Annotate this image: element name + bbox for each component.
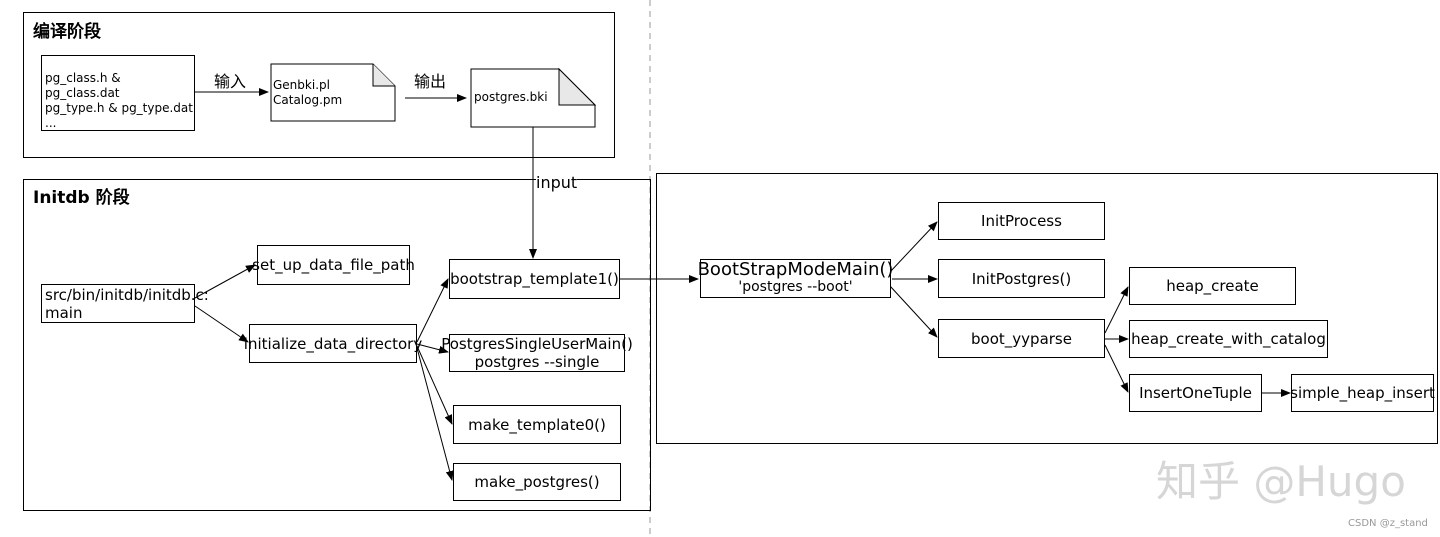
- headers-box: pg_class.h & pg_class.dat pg_type.h & pg…: [41, 55, 195, 131]
- edge-bootmain-to-yyparse: [889, 285, 938, 338]
- scripts-line-1: Genbki.pl: [273, 78, 330, 92]
- bki-doc: postgres.bki: [474, 90, 548, 104]
- edge-initialize-to-postgres: [416, 347, 454, 481]
- doc-shape-bki-fold: [558, 67, 597, 106]
- postgres-single-user-box: PostgresSingleUserMain() postgres --sing…: [441, 334, 633, 372]
- bootstrap-stage-frame: [656, 173, 1438, 444]
- insert-one-tuple-box: InsertOneTuple: [1129, 374, 1262, 412]
- edge-main-to-initialize: [194, 305, 249, 343]
- make-postgres-box: make_postgres(): [453, 463, 621, 501]
- init-process-box: InitProcess: [938, 202, 1105, 240]
- edge-bootmain-to-initprocess: [889, 221, 938, 273]
- headers-line-3: ...: [45, 116, 57, 130]
- edge-yyparse-to-heapcreate: [1104, 286, 1129, 334]
- headers-line-2: pg_type.h & pg_type.dat: [45, 101, 193, 115]
- scripts-doc: Genbki.pl Catalog.pm: [273, 78, 342, 108]
- edge-initialize-to-bootstrap: [416, 278, 449, 343]
- output-arrow-label: 输出: [414, 72, 447, 91]
- bootstrap-template1-box: bootstrap_template1(): [449, 259, 620, 299]
- bootstrap-mode-main-sub: 'postgres --boot': [738, 279, 853, 296]
- bootstrap-mode-main-title: BootStrapModeMain(): [697, 259, 894, 281]
- watermark: 知乎 @Hugo: [1156, 457, 1406, 506]
- simple-heap-insert-box: simple_heap_insert: [1290, 374, 1435, 412]
- credit-text: CSDN @z_stand: [1348, 518, 1428, 529]
- initdb-stage-title: Initdb 阶段: [33, 188, 130, 208]
- initdb-main-line-1: src/bin/initdb/initdb.c:: [45, 285, 209, 304]
- compile-stage-frame: [23, 12, 615, 158]
- edge-yyparse-to-insert: [1104, 344, 1129, 393]
- edge-initialize-to-single: [416, 343, 449, 354]
- initdb-main-box: src/bin/initdb/initdb.c: main: [41, 284, 209, 323]
- headers-line-1: pg_class.h & pg_class.dat: [45, 71, 121, 100]
- edge-initialize-to-template0: [416, 345, 453, 425]
- heap-create-box: heap_create: [1129, 267, 1296, 305]
- boot-yyparse-box: boot_yyparse: [938, 319, 1105, 358]
- make-template0-box: make_template0(): [453, 405, 621, 444]
- initdb-stage-frame: [23, 179, 651, 511]
- set-up-data-file-path-box: set_up_data_file_path: [252, 245, 415, 285]
- bki-input-label: input: [536, 173, 578, 192]
- doc-shape-scripts-fold: [372, 64, 395, 87]
- initdb-main-line-2: main: [45, 303, 83, 322]
- scripts-line-2: Catalog.pm: [273, 93, 343, 107]
- input-arrow-label: 输入: [214, 72, 247, 91]
- bootstrap-mode-main-box: BootStrapModeMain() 'postgres --boot': [697, 259, 894, 298]
- single-user-line-2: postgres --single: [474, 353, 600, 371]
- compile-stage-title: 编译阶段: [33, 22, 101, 42]
- init-postgres-box: InitPostgres(): [938, 259, 1105, 298]
- edge-main-to-setup: [194, 264, 256, 299]
- heap-create-with-catalog-box: heap_create_with_catalog: [1129, 320, 1328, 358]
- initialize-data-directory-box: initialize_data_directory: [244, 324, 422, 363]
- single-user-line-1: PostgresSingleUserMain(): [441, 335, 633, 353]
- doc-shape-scripts: [270, 63, 396, 122]
